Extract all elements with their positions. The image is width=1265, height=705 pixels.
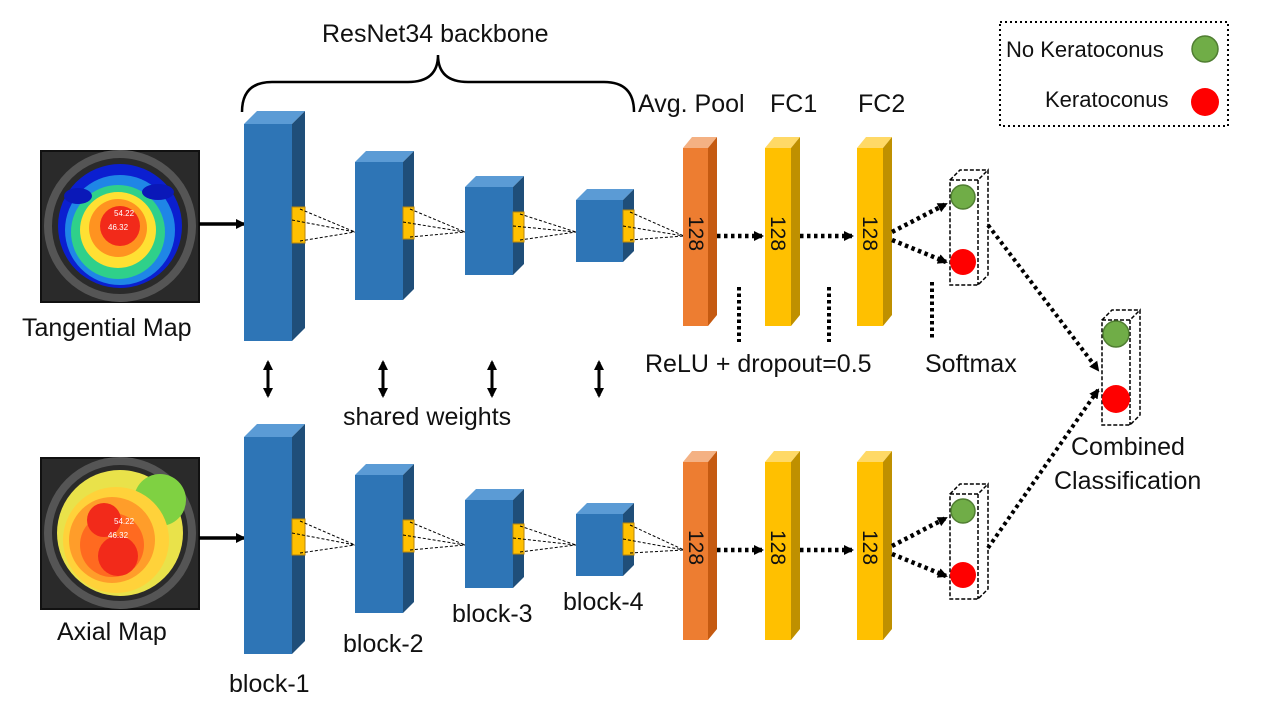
legend: No Keratoconus Keratoconus: [999, 21, 1229, 127]
block-2-top: [355, 151, 415, 300]
axial-map-image: 54.22 46.32: [40, 457, 200, 610]
shared-weight-arrows: [263, 360, 604, 398]
dotted-connections-bottom: [717, 516, 948, 579]
avg-pool-units-bottom: 128: [684, 530, 707, 565]
no-keratoconus-node-bottom: [950, 498, 976, 524]
no-keratoconus-node-combined: [1102, 320, 1130, 348]
no-keratoconus-node-top: [950, 184, 976, 210]
avg-pool-units-top: 128: [684, 216, 707, 251]
avg-pool-layer-top: 128: [683, 137, 717, 326]
keratoconus-node-top: [950, 249, 976, 275]
block-4-bottom: [576, 503, 635, 576]
block-4-label: block-4: [563, 588, 644, 616]
fc2-layer-top: 128: [857, 137, 892, 326]
axial-map-label: Axial Map: [57, 618, 167, 646]
block-4-top: [576, 189, 635, 262]
block-2-bottom: [355, 464, 415, 613]
legend-no-keratoconus-label: No Keratoconus: [1006, 37, 1164, 62]
tangential-map-label: Tangential Map: [22, 314, 192, 342]
activation-markers: [737, 282, 934, 342]
block-3-label: block-3: [452, 600, 533, 628]
block-3-top: [465, 176, 525, 275]
combine-arrows: [986, 223, 1100, 550]
fc2-label: FC2: [858, 90, 905, 118]
legend-red-dot-icon: [1191, 88, 1219, 116]
block-1-label: block-1: [229, 670, 310, 698]
combined-label-line-1: Combined: [1071, 433, 1185, 461]
legend-green-dot-icon: [1191, 35, 1219, 63]
output-bottom: [949, 482, 989, 600]
legend-keratoconus-label: Keratoconus: [1045, 87, 1169, 112]
kernel-projections-bottom: [291, 520, 685, 554]
softmax-label: Softmax: [925, 350, 1017, 378]
fc1-label: FC1: [770, 90, 817, 118]
axial-map-value-1: 54.22: [114, 517, 135, 526]
fc1-units-top: 128: [766, 216, 789, 251]
keratoconus-node-combined: [1102, 385, 1130, 413]
axial-map-value-2: 46.32: [108, 531, 129, 540]
fc2-layer-bottom: 128: [857, 451, 892, 640]
backbone-label: ResNet34 backbone: [322, 20, 549, 48]
fc1-layer-top: 128: [765, 137, 800, 326]
block-2-label: block-2: [343, 630, 424, 658]
fc2-units-bottom: 128: [858, 530, 881, 565]
block-1-bottom: [244, 424, 306, 654]
shared-weights-label: shared weights: [343, 403, 511, 431]
combined-output: [1101, 308, 1141, 426]
keratoconus-node-bottom: [950, 562, 976, 588]
relu-dropout-label: ReLU + dropout=0.5: [645, 350, 872, 378]
avg-pool-label: Avg. Pool: [638, 90, 745, 118]
dotted-connections-top: [717, 202, 948, 265]
fc1-units-bottom: 128: [766, 530, 789, 565]
fc2-units-top: 128: [858, 216, 881, 251]
output-top: [949, 168, 989, 286]
fc1-layer-bottom: 128: [765, 451, 800, 640]
kernel-projections-top: [291, 208, 685, 242]
combined-label-line-2: Classification: [1054, 467, 1201, 495]
tangential-map-value-1: 54.22: [114, 209, 135, 218]
backbone-brace: [240, 54, 636, 113]
tangential-map-value-2: 46.32: [108, 223, 129, 232]
avg-pool-layer-bottom: 128: [683, 451, 717, 640]
tangential-map-image: 54.22 46.32: [40, 150, 200, 303]
block-1-top: [244, 111, 306, 341]
